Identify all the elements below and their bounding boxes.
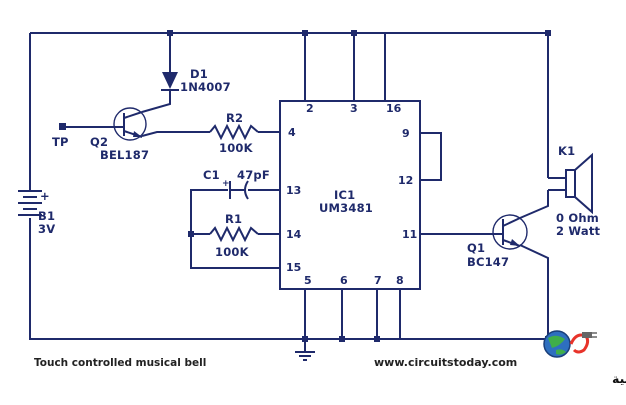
watermark-logo xyxy=(543,330,597,358)
pin-number: 14 xyxy=(286,228,302,241)
website-label: www.circuitstoday.com xyxy=(374,356,517,369)
q1-collector-wire xyxy=(519,190,549,219)
d1-cathode-wire xyxy=(141,90,171,113)
plug-icon xyxy=(582,332,592,338)
junction-dot xyxy=(302,30,308,36)
c1-plus-sign: + xyxy=(222,179,230,189)
pin-number: 4 xyxy=(288,126,296,139)
q1-ref-label: Q1 xyxy=(467,241,485,255)
c1-r1-loop xyxy=(190,189,280,269)
junction-dot xyxy=(167,30,173,36)
junction-dot xyxy=(374,336,380,342)
pin-number: 16 xyxy=(386,102,402,115)
k1-impedance-label: 0 Ohm xyxy=(556,211,599,225)
pin-number: 5 xyxy=(304,274,312,287)
r1-value-label: 100K xyxy=(215,245,250,259)
pin-number: 8 xyxy=(396,274,404,287)
junction-dot xyxy=(302,336,308,342)
plug-cable-icon xyxy=(569,333,590,354)
transistor-q1 xyxy=(492,214,528,250)
touch-plate-dot xyxy=(59,123,66,130)
watermark-arabic-text: القرية الالكترونية xyxy=(612,371,626,386)
ic1-body xyxy=(279,100,421,290)
r2-value-label: 100K xyxy=(219,141,254,155)
battery-plus-sign: + xyxy=(40,189,50,203)
capacitor-c1: + xyxy=(222,179,249,200)
tp-label: TP xyxy=(52,135,69,149)
ic1-ref-label: IC1 xyxy=(334,188,355,202)
q2-value-label: BEL187 xyxy=(100,148,149,162)
pin-number: 11 xyxy=(402,228,417,241)
transistor-q2 xyxy=(112,107,147,141)
d1-value-label: 1N4007 xyxy=(180,80,231,94)
pin-number: 13 xyxy=(286,184,301,197)
q1-emitter-wire xyxy=(519,244,549,339)
d1-ref-label: D1 xyxy=(190,67,208,81)
q2-emitter-wire xyxy=(141,131,210,137)
q2-ref-label: Q2 xyxy=(90,135,108,149)
c1-ref-label: C1 xyxy=(203,168,220,182)
pin-number: 15 xyxy=(286,261,301,274)
pin-number: 7 xyxy=(374,274,382,287)
pin-number: 9 xyxy=(402,127,410,140)
junction-dot xyxy=(188,231,194,237)
junction-dot xyxy=(545,30,551,36)
k1-ref-label: K1 xyxy=(558,144,575,158)
pin-number: 3 xyxy=(350,102,358,115)
resistor-r1 xyxy=(209,225,259,243)
ground-symbol xyxy=(295,351,315,361)
pin-number: 2 xyxy=(306,102,314,115)
diode-d1 xyxy=(161,72,179,91)
speaker-k1 xyxy=(565,152,593,215)
ic1-pin-numbers: 2 3 16 4 9 12 13 14 11 15 5 6 7 8 xyxy=(286,102,417,287)
junction-dot xyxy=(339,336,345,342)
b1-value-label: 3V xyxy=(38,222,55,236)
b1-ref-label: B1 xyxy=(38,209,55,223)
battery-b1: + xyxy=(18,189,50,216)
k1-power-label: 2 Watt xyxy=(556,224,601,238)
r1-ref-label: R1 xyxy=(225,212,242,226)
wires xyxy=(29,32,566,352)
junction-dot xyxy=(351,30,357,36)
pin-number: 12 xyxy=(398,174,413,187)
pin-number: 6 xyxy=(340,274,348,287)
resistor-r2 xyxy=(209,123,259,141)
diagram-caption: Touch controlled musical bell xyxy=(34,357,206,369)
r2-ref-label: R2 xyxy=(226,111,243,125)
c1-value-label: 47pF xyxy=(237,168,270,182)
pin9-pin12-loop xyxy=(420,132,442,181)
ic1-value-label: UM3481 xyxy=(319,201,373,215)
q1-value-label: BC147 xyxy=(467,255,509,269)
